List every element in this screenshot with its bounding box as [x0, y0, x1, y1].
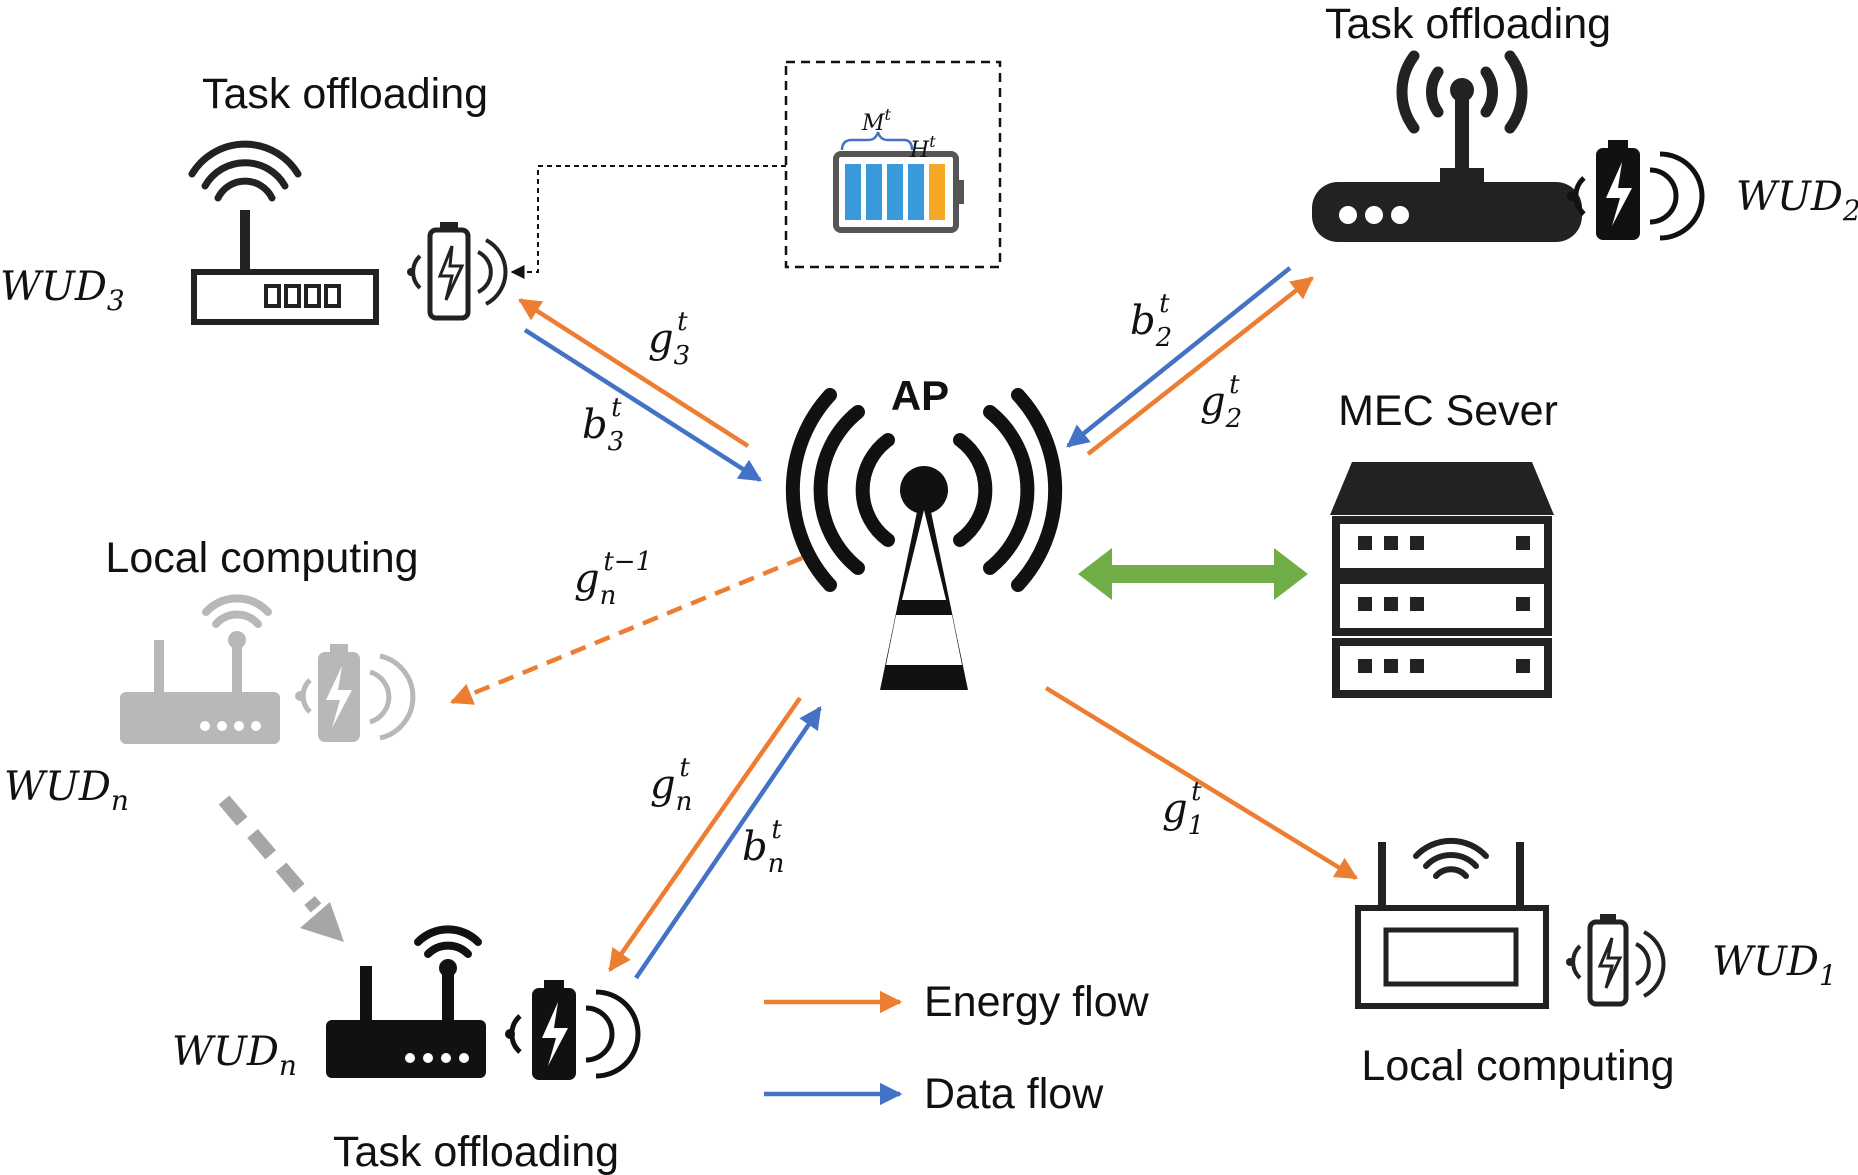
- wud2-device: Task offloading WUD2: [1312, 0, 1858, 242]
- legend-energy: Energy flow: [764, 978, 1150, 1026]
- energy-link-wud3: [518, 298, 750, 448]
- ap-label: AP: [891, 372, 949, 419]
- wireless-battery-icon: [1566, 914, 1666, 1007]
- access-point: AP: [785, 372, 1063, 690]
- mec-server: MEC Sever: [1330, 387, 1558, 698]
- energy-link-wudn: [608, 696, 802, 972]
- energy-link-wud1: [1044, 686, 1358, 880]
- data-link-wud2: [1066, 266, 1292, 448]
- wireless-battery-icon: [295, 644, 416, 742]
- battery-h-label: Ht: [909, 132, 936, 163]
- ap-tower-icon: [785, 388, 1063, 690]
- b3-label: b3t: [582, 393, 624, 457]
- data-link-wudn: [634, 706, 822, 980]
- wudn-local-mode-label: Local computing: [105, 534, 418, 582]
- bn-label: bnt: [742, 815, 784, 879]
- router-icon: [120, 594, 280, 744]
- g3-label: g3t: [648, 307, 690, 371]
- wudn-offload-name: WUDn: [172, 1029, 297, 1082]
- wud3-links: g3t b3t: [518, 298, 762, 482]
- wireless-battery-icon: [505, 980, 641, 1080]
- g2-label: g2t: [1200, 370, 1242, 434]
- server-rack-icon: [1330, 462, 1554, 698]
- wudn-local-link: gnt−1: [449, 547, 803, 705]
- battery-m-label: Mt: [861, 105, 892, 136]
- battery-level-icon: [833, 151, 964, 233]
- legend-data: Data flow: [764, 1070, 1104, 1118]
- ap-mec-link: [1078, 548, 1308, 600]
- router-icon: [1355, 837, 1549, 1009]
- wud3-device: Task offloading WUD3: [0, 70, 508, 325]
- wud2-links: b2t g2t: [1066, 266, 1314, 456]
- wireless-battery-icon: [407, 222, 508, 321]
- wudn-local-device: Local computing WUDn: [4, 534, 419, 817]
- energy-link-wud2: [1086, 276, 1314, 456]
- g1-label: g1t: [1162, 777, 1204, 841]
- energy-link-wudn-prev: [449, 555, 803, 705]
- wud2-mode-label: Task offloading: [1325, 0, 1611, 48]
- wud1-device: WUD1 Local computing: [1355, 837, 1837, 1090]
- legend-data-label: Data flow: [924, 1070, 1104, 1118]
- wud1-mode-label: Local computing: [1361, 1042, 1674, 1090]
- wireless-battery-icon: [1567, 140, 1705, 241]
- wudn-offload-device: WUDn Task offloading: [172, 925, 641, 1175]
- wudn-offload-mode-label: Task offloading: [333, 1128, 619, 1175]
- legend-energy-label: Energy flow: [924, 978, 1150, 1026]
- wud3-mode-label: Task offloading: [202, 70, 488, 118]
- legend: Energy flow Data flow: [764, 978, 1150, 1118]
- router-icon: [326, 925, 486, 1078]
- router-icon: [1312, 50, 1582, 242]
- wudn-offload-links: gnt bnt: [608, 696, 822, 980]
- b2-label: b2t: [1130, 289, 1172, 353]
- gn-label: gnt: [650, 753, 692, 817]
- wud1-link: g1t: [1044, 686, 1358, 880]
- wud2-name: WUD2: [1736, 174, 1858, 227]
- router-icon: [188, 140, 379, 325]
- wud1-name: WUD1: [1712, 939, 1837, 992]
- wud3-name: WUD3: [0, 264, 125, 317]
- transition-arrow: [218, 795, 344, 942]
- wudn-local-name: WUDn: [4, 764, 129, 817]
- battery-state-detail: Mt Ht: [510, 60, 1002, 279]
- data-link-wud3: [523, 328, 762, 482]
- gn-prev-label: gnt−1: [574, 547, 652, 611]
- mec-server-label: MEC Sever: [1338, 387, 1558, 435]
